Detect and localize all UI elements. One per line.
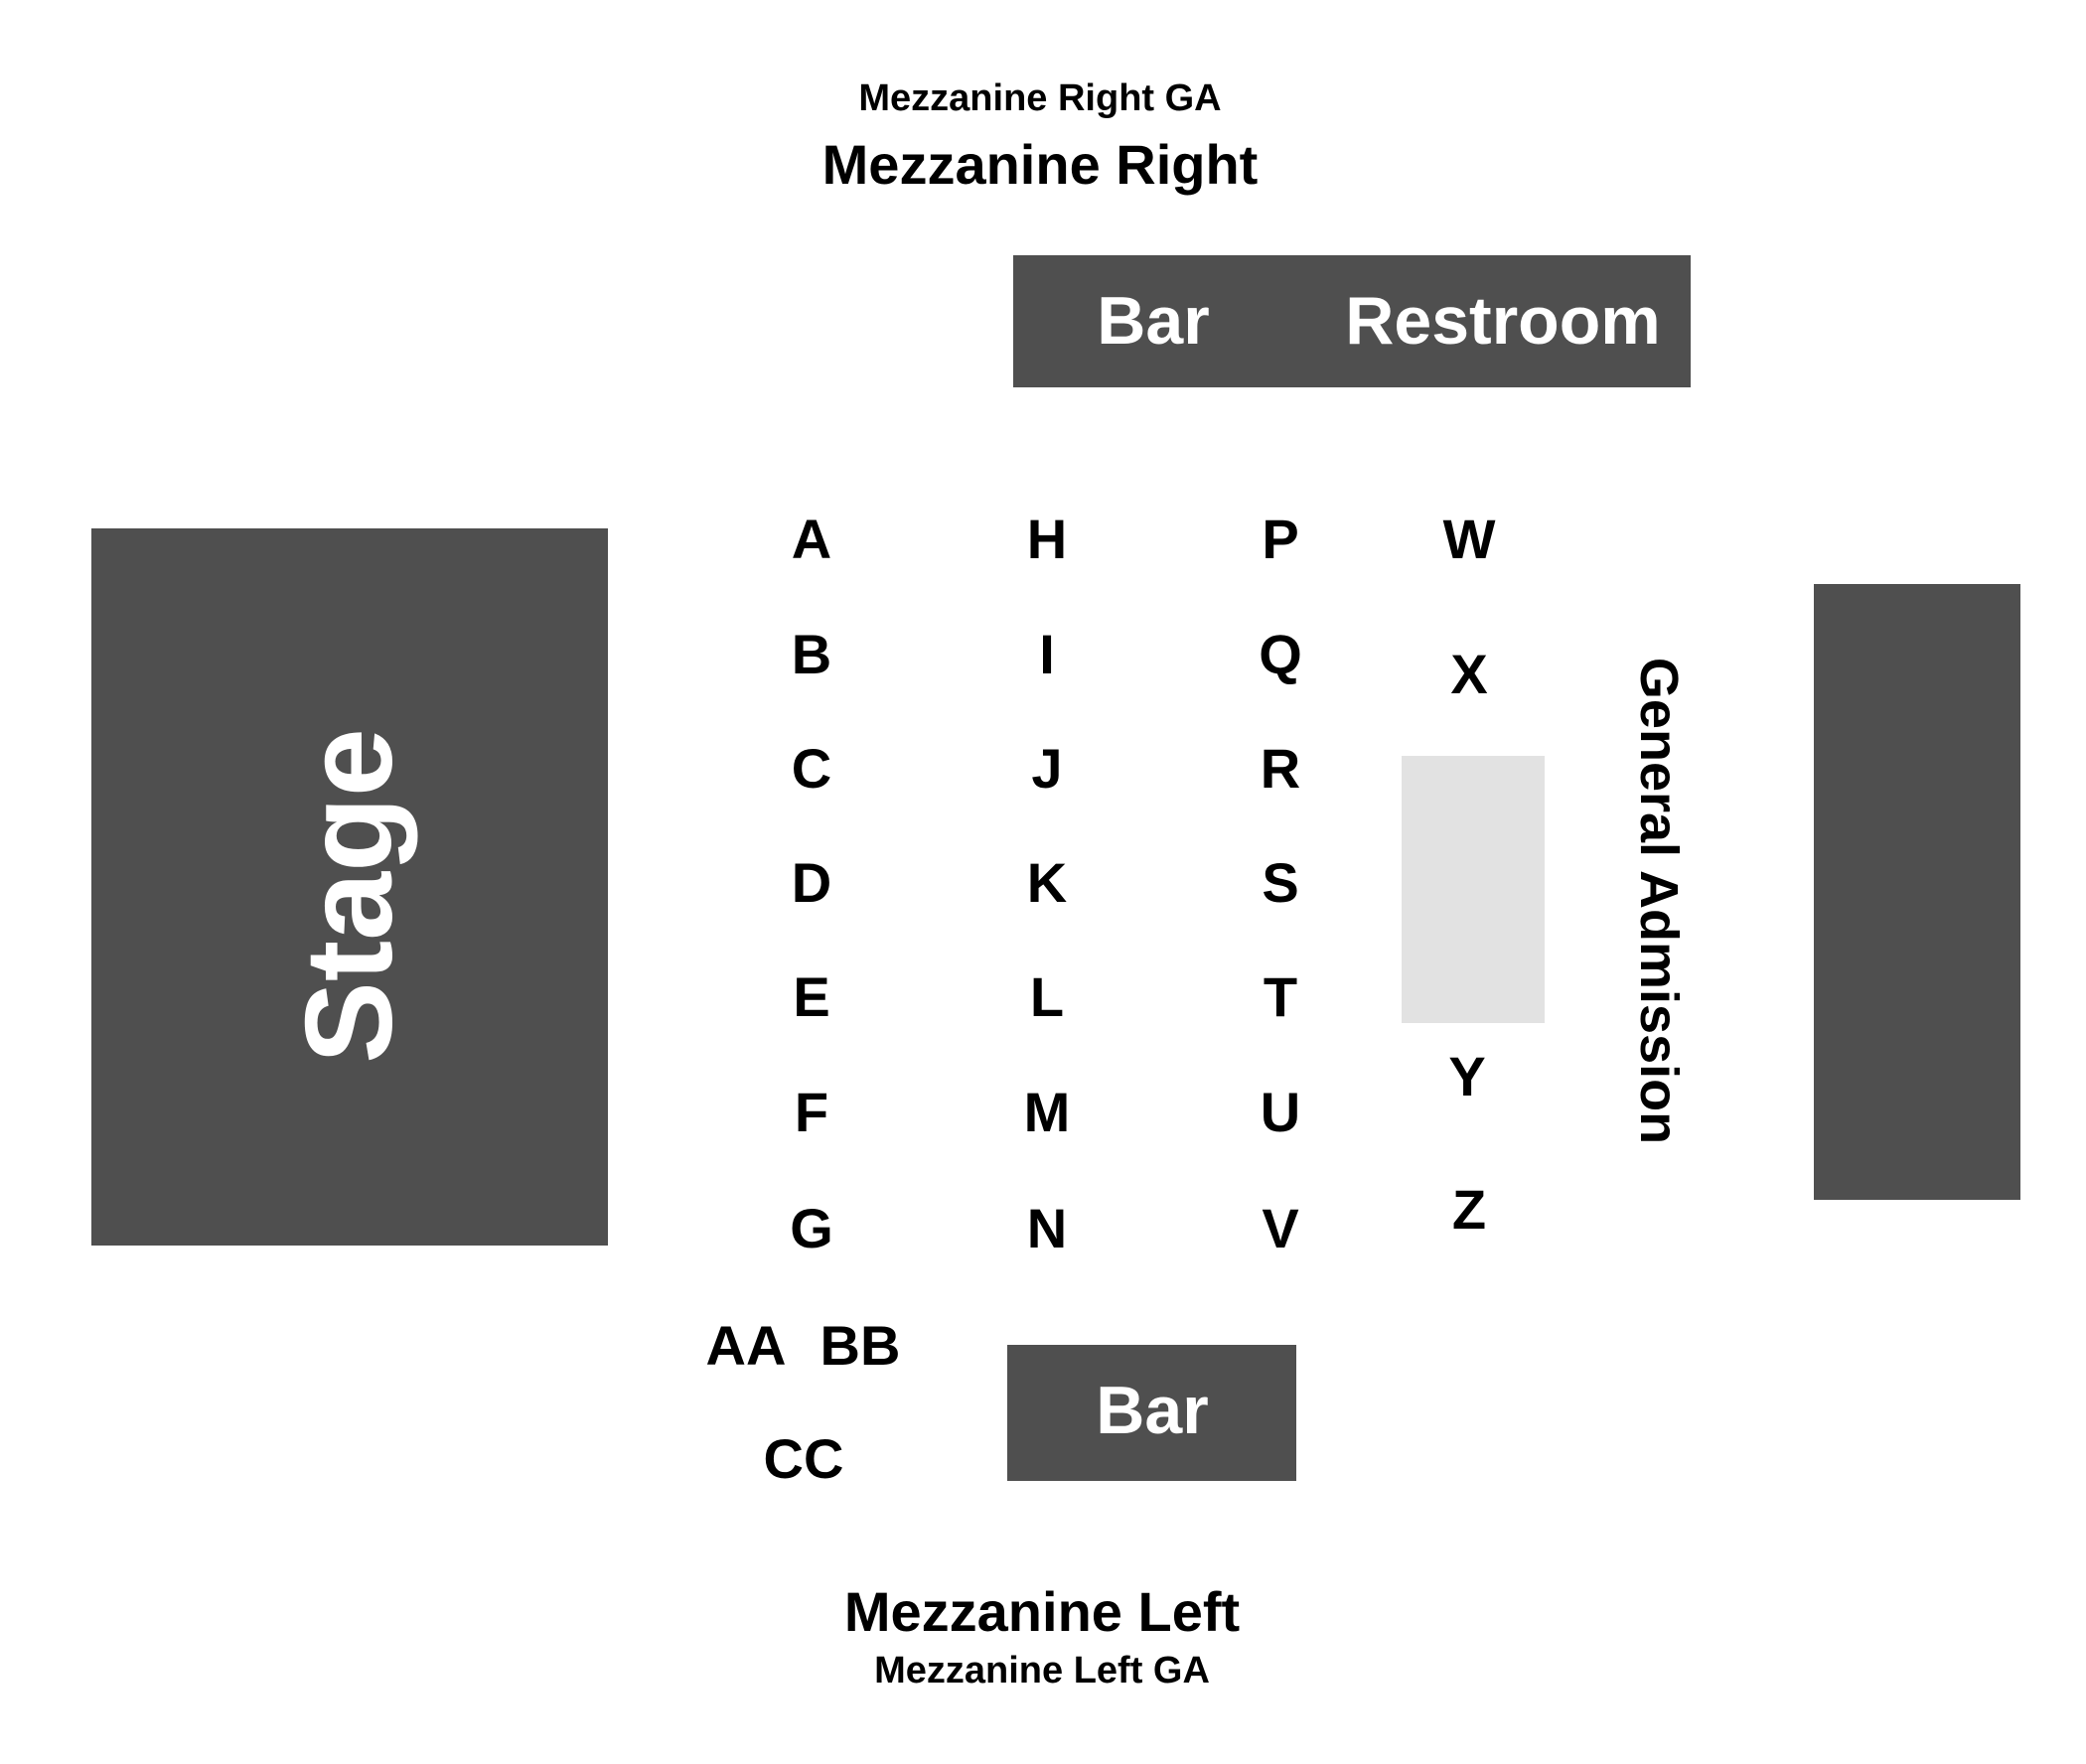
row-label[interactable]: CC (763, 1427, 844, 1490)
row-label[interactable]: X (1450, 643, 1488, 705)
row-label[interactable]: Y (1448, 1045, 1486, 1107)
row-label[interactable]: P (1262, 508, 1299, 570)
bottom-bar-block: Bar (1007, 1345, 1296, 1481)
row-label[interactable]: W (1442, 508, 1496, 570)
row-label[interactable]: T (1263, 965, 1298, 1028)
row-label[interactable]: BB (820, 1314, 901, 1377)
row-label[interactable]: Z (1451, 1178, 1487, 1241)
row-label[interactable]: Q (1259, 623, 1302, 685)
top-bar-label: Bar (1097, 283, 1210, 359)
row-label[interactable]: K (1026, 851, 1068, 914)
row-label[interactable]: H (1026, 508, 1068, 570)
stage: Stage (91, 528, 608, 1246)
row-label[interactable]: B (791, 623, 832, 685)
right-block (1814, 584, 2020, 1200)
row-label[interactable]: G (790, 1197, 833, 1259)
row-label[interactable]: D (791, 851, 832, 914)
stage-label: Stage (281, 728, 418, 1064)
general-admission-label[interactable]: General Admission (1629, 657, 1689, 1145)
general-admission-area[interactable] (1402, 756, 1545, 1023)
row-label[interactable]: R (1260, 737, 1301, 800)
row-label[interactable]: E (793, 965, 830, 1028)
row-label[interactable]: I (1039, 623, 1055, 685)
row-label[interactable]: L (1029, 965, 1065, 1028)
restroom-label: Restroom (1345, 283, 1661, 359)
mezzanine-left-label[interactable]: Mezzanine Left (843, 1580, 1241, 1643)
row-label[interactable]: AA (705, 1314, 787, 1377)
mezzanine-right-ga-label: Mezzanine Right GA (858, 77, 1222, 119)
bottom-bar-label: Bar (1096, 1373, 1209, 1448)
row-label[interactable]: F (794, 1081, 829, 1143)
row-label[interactable]: M (1023, 1081, 1071, 1143)
top-bar-restroom-block: Bar Restroom (1013, 255, 1691, 387)
mezzanine-right-label[interactable]: Mezzanine Right (821, 133, 1259, 196)
row-label[interactable]: V (1262, 1197, 1299, 1259)
row-label[interactable]: S (1262, 851, 1299, 914)
row-label[interactable]: J (1031, 737, 1063, 800)
row-label[interactable]: A (791, 508, 832, 570)
row-label[interactable]: C (791, 737, 832, 800)
row-label[interactable]: N (1026, 1197, 1068, 1259)
mezzanine-left-ga-label: Mezzanine Left GA (874, 1650, 1210, 1691)
row-label[interactable]: U (1260, 1081, 1301, 1143)
